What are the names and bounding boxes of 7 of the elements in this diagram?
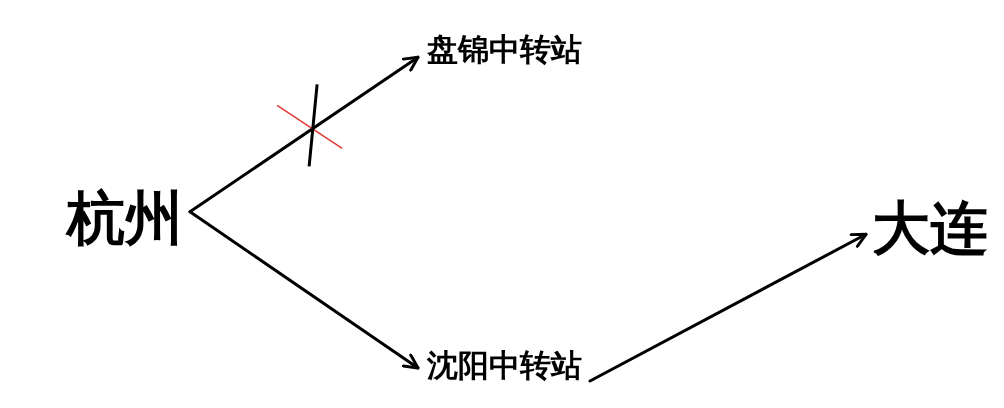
- city-name: 大连: [866, 196, 994, 262]
- city-name: 杭州: [60, 186, 190, 252]
- arrow: [188, 210, 420, 370]
- arrow: [188, 55, 420, 214]
- arrow: [588, 232, 868, 383]
- station-name: 盘锦中转站: [418, 30, 590, 70]
- station-name: 沈阳中转站: [418, 346, 590, 386]
